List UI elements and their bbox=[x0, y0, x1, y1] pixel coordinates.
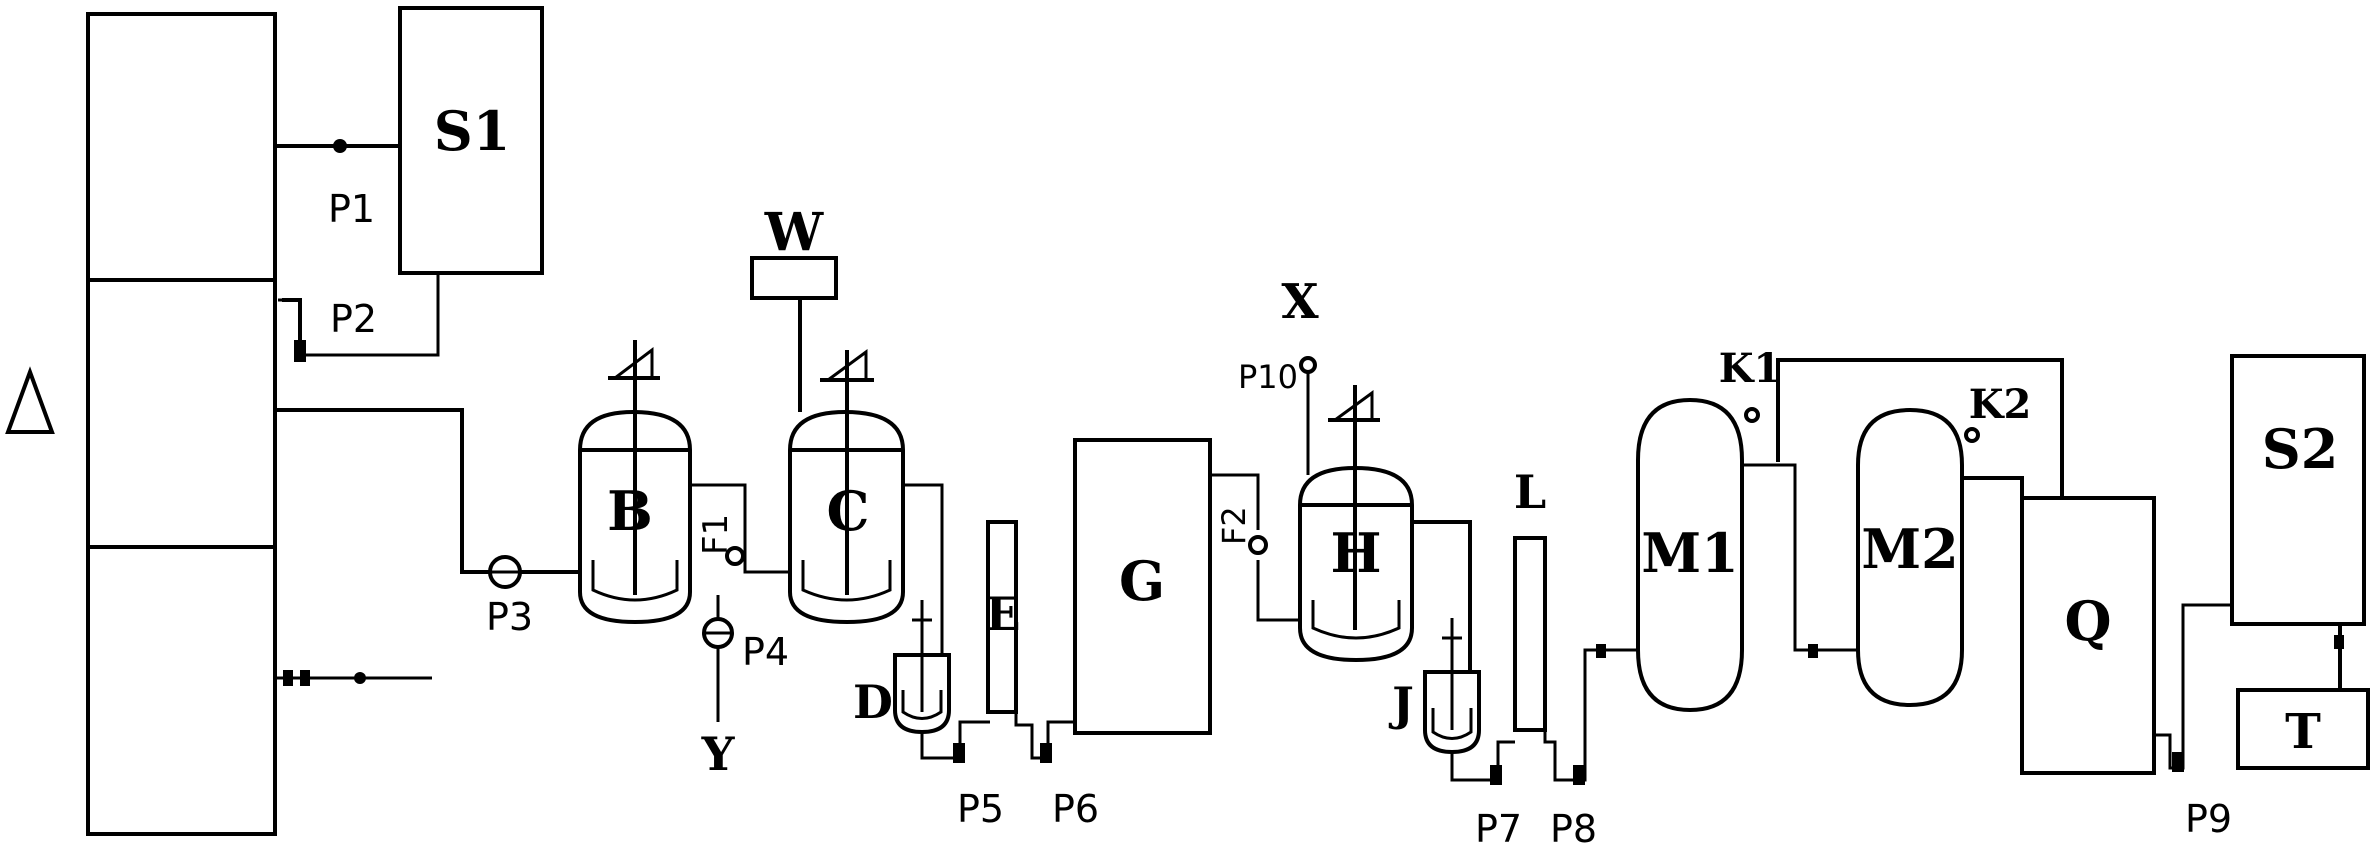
pump-p7: P7 bbox=[1450, 740, 1522, 851]
label-s1: S1 bbox=[434, 99, 511, 163]
line-c-d bbox=[903, 483, 944, 725]
label-s2: S2 bbox=[2262, 417, 2339, 481]
pump-p9: P9 bbox=[2154, 603, 2232, 841]
label-p6: P6 bbox=[1052, 787, 1099, 831]
reactor-h: H bbox=[1298, 385, 1414, 663]
unit-q: Q bbox=[2020, 496, 2156, 775]
filter-f1: F1 bbox=[690, 483, 790, 574]
line-m1-m2 bbox=[1742, 463, 1858, 652]
label-p3: P3 bbox=[486, 595, 533, 639]
label-c: C bbox=[827, 479, 870, 543]
valve-m1-m2 bbox=[1808, 644, 1818, 658]
label-b: B bbox=[607, 479, 653, 543]
column-l: L bbox=[1513, 465, 1547, 732]
label-p2: P2 bbox=[330, 297, 377, 341]
pump-p8: P8 bbox=[1543, 644, 1638, 851]
pump-p2: P2 bbox=[278, 273, 440, 362]
label-d: D bbox=[853, 675, 893, 729]
label-p8: P8 bbox=[1550, 807, 1597, 851]
feed-line-b bbox=[275, 408, 580, 574]
triangle-symbol bbox=[5, 366, 55, 434]
main-storage-tank bbox=[86, 12, 277, 836]
label-x: X bbox=[1281, 274, 1319, 330]
label-t: T bbox=[2285, 704, 2321, 760]
bottom-outlet bbox=[275, 670, 432, 686]
loop-line-top bbox=[1776, 358, 2064, 498]
tank-s1: S1 bbox=[398, 6, 544, 275]
reactor-b: B bbox=[578, 340, 692, 625]
label-m1: M1 bbox=[1641, 521, 1738, 585]
label-f1: F1 bbox=[696, 514, 736, 555]
tank-m2: M2 bbox=[1856, 407, 1964, 708]
pump-p4: P4 Y bbox=[701, 595, 789, 781]
label-g: G bbox=[1119, 549, 1165, 613]
pump-p1: P1 bbox=[275, 139, 400, 231]
vent-k2: K2 bbox=[1964, 381, 2032, 443]
label-y: Y bbox=[701, 727, 736, 781]
feeder-w: W bbox=[750, 202, 838, 412]
tank-s2: S2 bbox=[2230, 354, 2366, 626]
filter-f2: F2 bbox=[1210, 473, 1300, 622]
label-h: H bbox=[1330, 521, 1381, 585]
column-e: E bbox=[985, 520, 1021, 714]
reactor-c: C bbox=[788, 349, 905, 625]
label-q: Q bbox=[2064, 589, 2111, 653]
unit-t: T bbox=[2236, 624, 2370, 770]
label-w: W bbox=[764, 202, 825, 263]
pump-p6: P6 bbox=[1014, 712, 1099, 831]
label-k2: K2 bbox=[1969, 381, 2032, 428]
label-k1: K1 bbox=[1719, 345, 1782, 392]
pump-p3: P3 bbox=[486, 555, 533, 639]
label-f2: F2 bbox=[1215, 506, 1253, 545]
label-j: J bbox=[1388, 677, 1414, 731]
pump-p5: P5 bbox=[920, 720, 1004, 831]
unit-g: G bbox=[1073, 438, 1212, 735]
label-l: L bbox=[1514, 465, 1546, 519]
valve-p10: X P10 bbox=[1238, 274, 1319, 475]
vessel-j: J bbox=[1388, 618, 1481, 755]
line-m2-q bbox=[1962, 476, 2024, 498]
label-p4: P4 bbox=[742, 630, 789, 674]
label-p9: P9 bbox=[2185, 797, 2232, 841]
label-p1: P1 bbox=[328, 187, 375, 231]
label-p7: P7 bbox=[1475, 807, 1522, 851]
tank-m1: M1 bbox=[1636, 397, 1744, 713]
vent-k1: K1 bbox=[1719, 345, 1782, 423]
label-p10: P10 bbox=[1238, 358, 1298, 396]
label-e: E bbox=[985, 587, 1020, 641]
label-p5: P5 bbox=[957, 787, 1004, 831]
label-m2: M2 bbox=[1861, 517, 1958, 581]
